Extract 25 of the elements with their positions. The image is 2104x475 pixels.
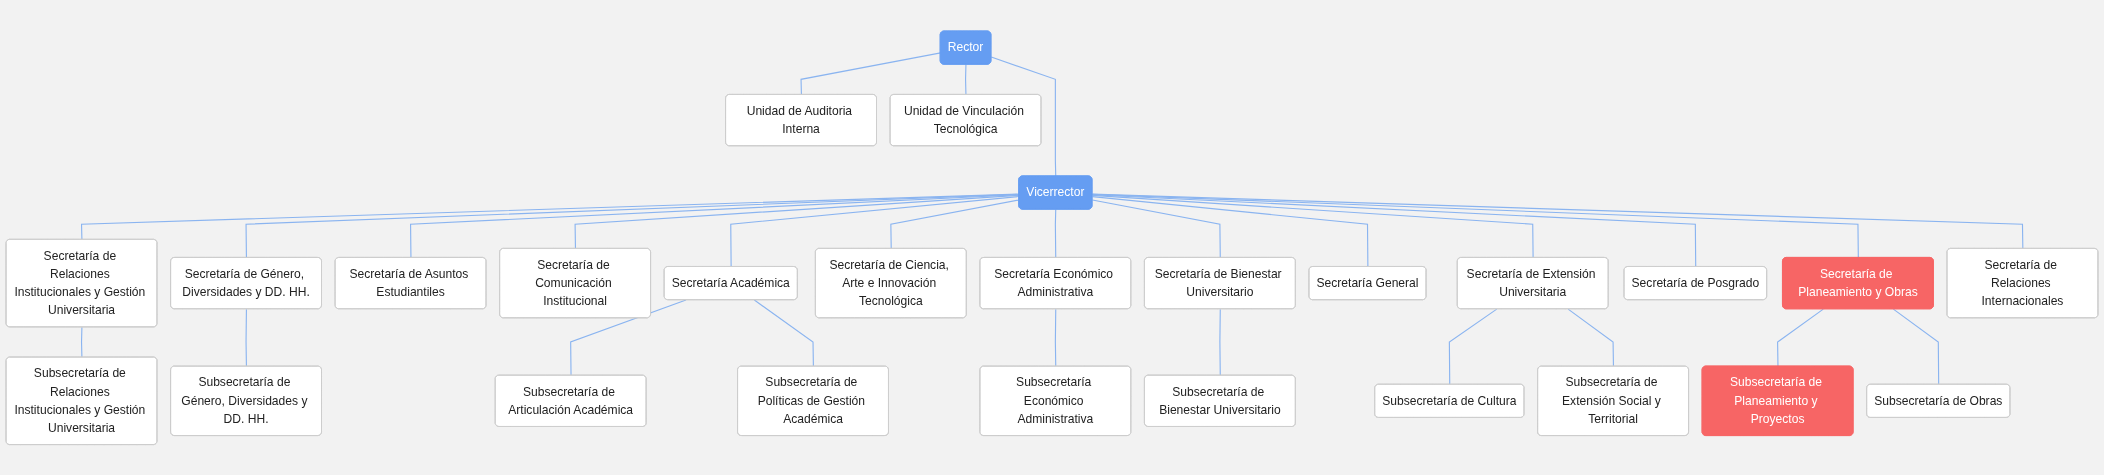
connector bbox=[1448, 308, 1498, 385]
connector bbox=[80, 326, 83, 358]
connector bbox=[570, 299, 687, 376]
connector bbox=[730, 195, 1020, 268]
connector bbox=[1091, 199, 1221, 259]
connector bbox=[990, 56, 1057, 177]
connector bbox=[890, 199, 1020, 249]
connector bbox=[800, 52, 942, 96]
connector bbox=[1091, 193, 1697, 268]
connector bbox=[1054, 208, 1057, 259]
connector bbox=[1091, 194, 1534, 259]
connector bbox=[1777, 308, 1824, 367]
connector bbox=[1091, 193, 2024, 249]
connector bbox=[574, 194, 1020, 249]
connector bbox=[753, 299, 814, 367]
connector bbox=[1567, 308, 1615, 367]
connector bbox=[245, 308, 247, 367]
connector bbox=[1219, 308, 1221, 376]
connector bbox=[1054, 308, 1057, 367]
connector bbox=[1091, 193, 1859, 259]
connector bbox=[245, 193, 1020, 259]
connector bbox=[1892, 308, 1940, 385]
connector bbox=[410, 193, 1020, 259]
connector bbox=[965, 63, 967, 96]
connector bbox=[1091, 195, 1369, 268]
